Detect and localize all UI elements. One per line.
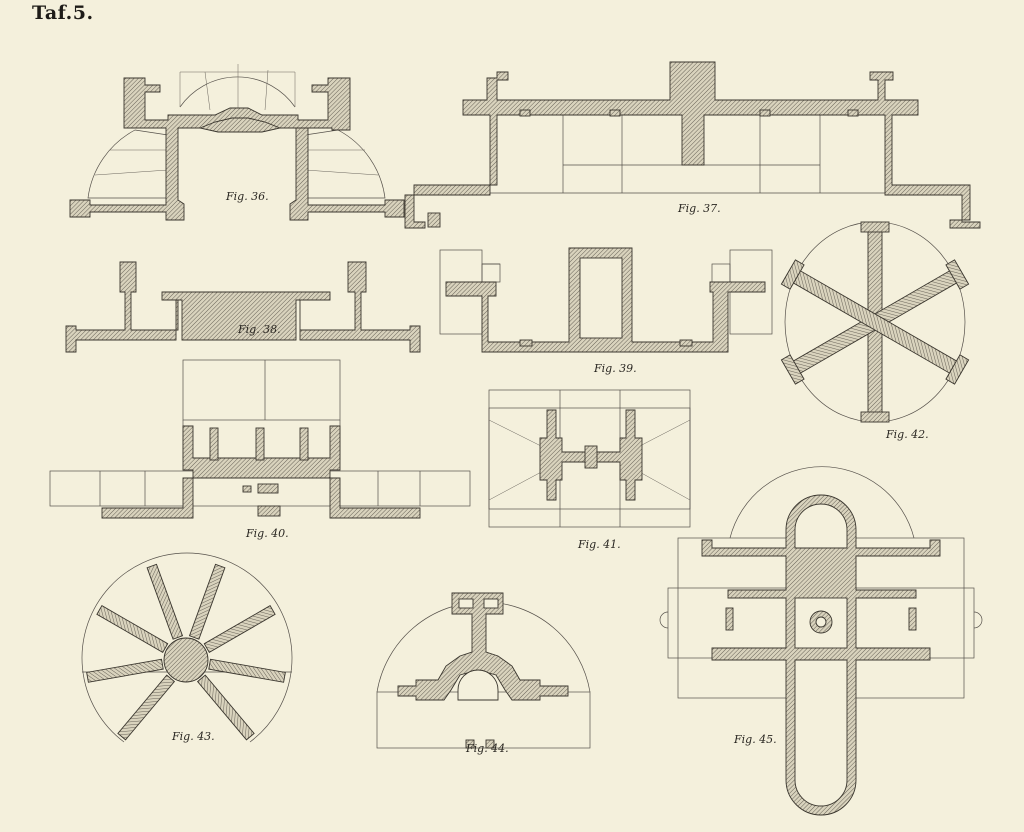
fig36-caption: Fig. 36. [226,190,269,203]
fig43-caption: Fig. 43. [172,730,215,743]
fig37-plan [404,61,981,229]
fig41-plan [488,389,691,528]
fig36-plan [69,64,405,221]
fig42-caption: Fig. 42. [886,428,929,441]
fig44-plan [376,592,591,749]
fig39-plan [439,247,773,353]
fig45-plan [659,466,983,816]
fig38-caption: Fig. 38. [238,323,281,336]
fig40-plan [49,359,471,519]
fig44-caption: Fig. 44. [466,742,509,755]
plate-title: Taf.5. [32,2,94,24]
fig43-rays [86,563,286,741]
fig38-plan [65,261,421,353]
fig45-caption: Fig. 45. [734,733,777,746]
fig37-caption: Fig. 37. [678,202,721,215]
fig40-caption: Fig. 40. [246,527,289,540]
fig42-plan [780,221,970,423]
fig41-caption: Fig. 41. [578,538,621,551]
fig43-plan [81,552,293,743]
fig39-caption: Fig. 39. [594,362,637,375]
